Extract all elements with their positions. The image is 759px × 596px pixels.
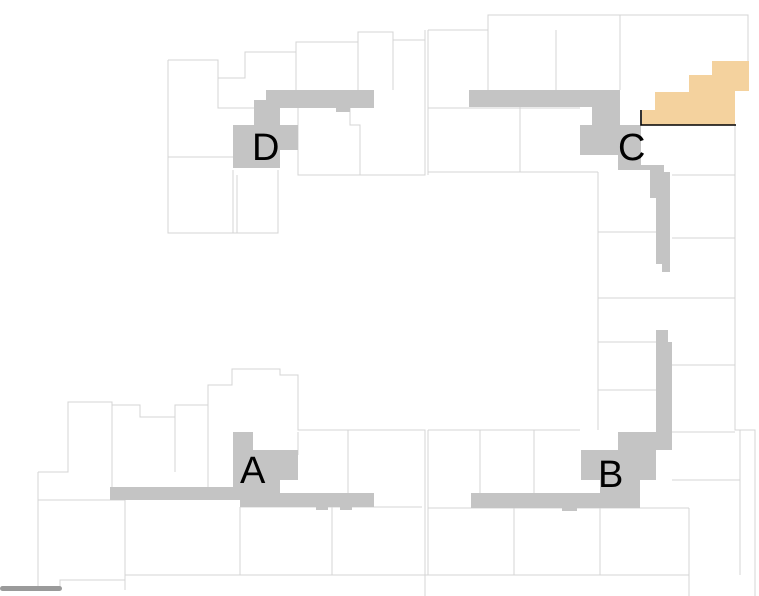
stair-label-d: D [252,127,279,169]
stair-label-c: C [618,127,645,169]
corridor-a [110,432,374,510]
highlighted-unit[interactable] [642,61,749,125]
horizontal-scrollbar[interactable] [0,586,62,591]
corridors [110,90,672,511]
highlighted-unit-edge [640,110,736,126]
stair-label-a: A [240,450,266,492]
corridor-d [233,90,374,168]
corridor-c [469,90,670,272]
unit-outlines [37,14,756,596]
corridor-b [471,330,672,511]
stair-label-b: B [598,454,623,496]
